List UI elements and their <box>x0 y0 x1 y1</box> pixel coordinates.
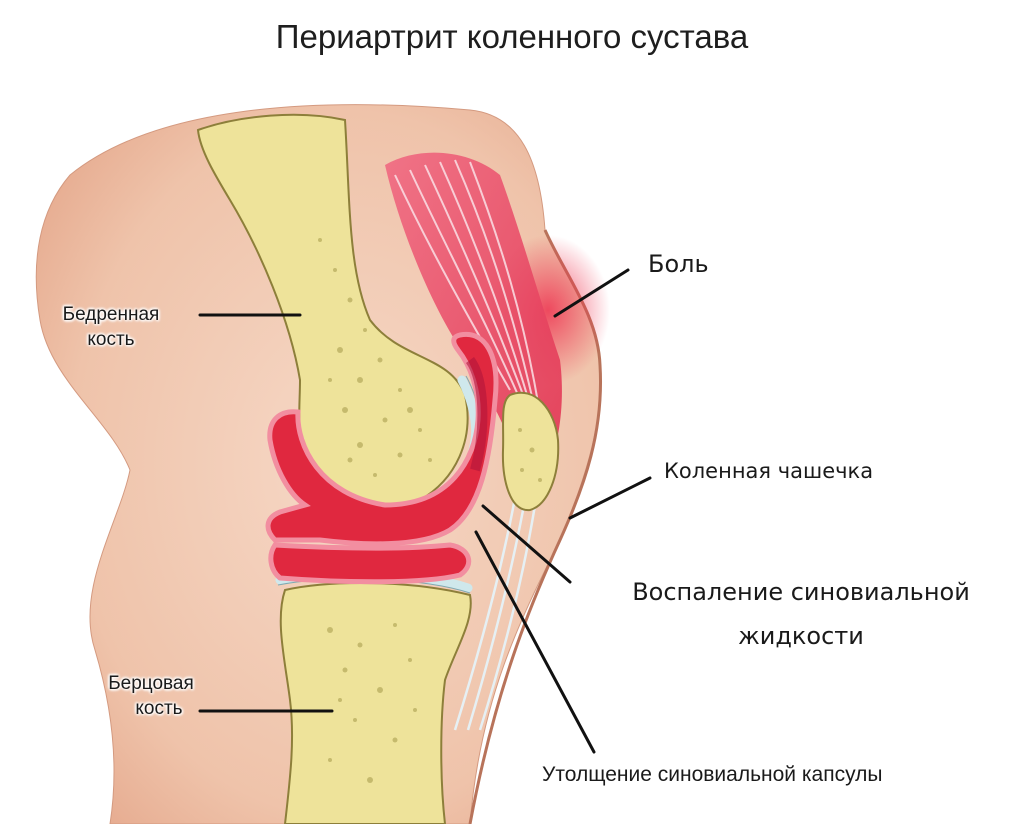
label-synovial-fluid: Воспаление синовиальной жидкости <box>596 570 1006 658</box>
label-kneecap: Коленная чашечка <box>664 459 874 483</box>
quadriceps-muscle <box>385 152 562 731</box>
kneecap-leader-line <box>568 476 652 520</box>
synovial-fluid-leader-line <box>481 504 572 584</box>
synovial-capsule-leader-line <box>474 530 596 754</box>
label-synovial-fluid-line2: жидкости <box>738 622 864 650</box>
label-tibia-line1: Берцовая <box>108 673 194 694</box>
diagram-title: Периартрит коленного сустава <box>275 18 749 55</box>
label-femur-line2: кость <box>87 329 135 350</box>
femur-bone <box>196 113 469 508</box>
patella-bone <box>501 391 560 512</box>
label-femur-line1: Бедренная <box>62 304 160 325</box>
label-synovial-capsule: Утолщение синовиальной капсулы <box>542 763 883 786</box>
label-pain: Боль <box>648 250 709 278</box>
label-synovial-fluid-line1: Воспаление синовиальной <box>632 578 970 606</box>
pain-leader-line <box>553 268 630 318</box>
label-tibia-line2: кость <box>135 698 183 719</box>
synovial-capsule-inflamed <box>265 331 499 585</box>
label-femur: Бедренная кость <box>36 302 186 352</box>
tibia-bone <box>279 582 472 824</box>
leader-lines <box>198 268 652 754</box>
label-tibia: Берцовая кость <box>84 671 224 721</box>
